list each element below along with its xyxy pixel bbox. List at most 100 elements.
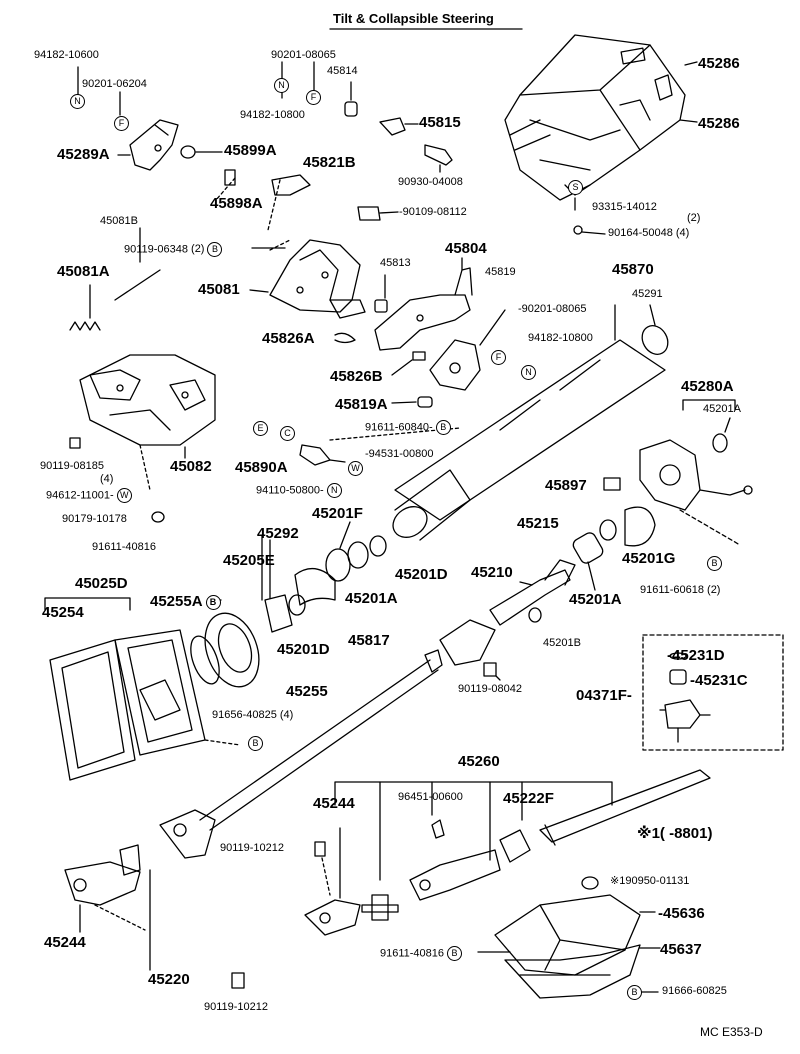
screw-90164[interactable]	[573, 225, 583, 235]
label-45814[interactable]: 45814	[327, 65, 358, 77]
bolt-45898A[interactable]	[224, 169, 236, 186]
pin-90930[interactable]	[424, 144, 453, 166]
label-90201-06204[interactable]: 90201-06204	[82, 78, 147, 90]
clip-45201B[interactable]	[528, 607, 542, 623]
label-94110-50800[interactable]: 94110-50800-N	[256, 483, 342, 498]
label-45081B[interactable]: 45081B	[100, 215, 138, 227]
gasket-45254[interactable]	[49, 639, 136, 781]
cap-45899A[interactable]	[180, 145, 196, 159]
label-91611-40816-top[interactable]: 91611-40816	[92, 541, 157, 553]
bolt-90119-08185[interactable]	[69, 437, 81, 449]
label-94531-00800[interactable]: -94531-00800	[365, 448, 434, 460]
label-45819[interactable]: 45819	[485, 266, 516, 278]
cover-plate-45025D[interactable]	[114, 629, 206, 756]
bracket-45081[interactable]	[269, 239, 366, 319]
bushing-45222F[interactable]	[499, 829, 531, 863]
seal-45291[interactable]	[637, 321, 673, 359]
label-93315-14012[interactable]: 93315-14012	[592, 201, 657, 213]
label-90201-08065-top[interactable]: 90201-08065	[271, 49, 336, 61]
label-90179-10178[interactable]: 90179-10178	[62, 513, 127, 525]
shaft-lower-45260[interactable]	[539, 769, 711, 846]
label-45210[interactable]: 45210	[471, 564, 513, 581]
label-45201G[interactable]: 45201G	[622, 550, 676, 567]
label-45286-a[interactable]: 45286	[698, 55, 740, 72]
label-45201A-right[interactable]: 45201A	[703, 403, 741, 415]
label-45826A[interactable]: 45826A	[262, 330, 315, 347]
collar-45814[interactable]	[344, 101, 358, 117]
label-45292[interactable]: 45292	[257, 525, 299, 542]
yoke-45244-mid[interactable]	[304, 899, 361, 936]
ring-45201D-upper[interactable]	[369, 535, 387, 557]
label-45201D-b[interactable]: 45201D	[277, 641, 330, 658]
bracket-45082[interactable]	[79, 354, 216, 446]
link-45821B[interactable]	[271, 174, 311, 196]
label-91666-60825[interactable]: 91666-60825	[662, 985, 727, 997]
label-45082[interactable]: 45082	[170, 458, 212, 475]
bearing-45201A-mid[interactable]	[571, 531, 605, 566]
ring-45201F[interactable]	[325, 548, 351, 582]
spider-cross[interactable]	[361, 894, 399, 921]
lower-cover-45637[interactable]	[504, 944, 641, 999]
ring-45215[interactable]	[599, 519, 617, 541]
label-04371F[interactable]: 04371F-	[576, 687, 632, 704]
label-90119-10212-mid[interactable]: 90119-10212	[220, 842, 285, 854]
label-90201-08065-mid[interactable]: -90201-08065	[518, 303, 587, 315]
label-45244-mid[interactable]: 45244	[313, 795, 355, 812]
label-45289A[interactable]: 45289A	[57, 146, 110, 163]
label-45201F[interactable]: 45201F	[312, 505, 363, 522]
bracket-45817[interactable]	[294, 568, 336, 606]
label-90119-10212-bot[interactable]: 90119-10212	[204, 1001, 269, 1013]
label-94612-11001[interactable]: 94612-11001-W	[46, 488, 132, 503]
steering-column-tube-45870[interactable]	[387, 339, 666, 544]
grease-fitting-96451[interactable]	[431, 819, 445, 839]
label-90119-08042[interactable]: 90119-08042	[458, 683, 523, 695]
rod-45081B[interactable]	[114, 269, 161, 301]
label-45817[interactable]: 45817	[348, 632, 390, 649]
cap-45231D[interactable]	[669, 652, 687, 660]
spider-45220[interactable]	[119, 844, 141, 876]
label-45899A[interactable]: 45899A	[224, 142, 277, 159]
label-45898A[interactable]: 45898A	[210, 195, 263, 212]
label-45254[interactable]: 45254	[42, 604, 84, 621]
collar-45813[interactable]	[374, 299, 388, 313]
label-45804[interactable]: 45804	[445, 240, 487, 257]
label-96451-00600[interactable]: 96451-00600	[398, 791, 463, 803]
bracket-45289A[interactable]	[129, 119, 179, 171]
label-45815[interactable]: 45815	[419, 114, 461, 131]
label-45826B[interactable]: 45826B	[330, 368, 383, 385]
label-90119-08185[interactable]: 90119-08185	[40, 460, 105, 472]
label-45231C[interactable]: -45231C	[690, 672, 748, 689]
lever-45804[interactable]	[374, 267, 473, 351]
plug-190950[interactable]	[581, 876, 599, 890]
nut-90179[interactable]	[151, 511, 165, 523]
label-45821B[interactable]: 45821B	[303, 154, 356, 171]
label-45280A[interactable]: 45280A	[681, 378, 734, 395]
label-91611-60618[interactable]: 91611-60618(2)	[640, 584, 721, 596]
bolt-90119-10212-mid[interactable]	[314, 841, 326, 857]
label-90119-06348[interactable]: 90119-06348(2)B	[124, 242, 223, 257]
label-45819A[interactable]: 45819A	[335, 396, 388, 413]
label-45890A[interactable]: 45890A	[235, 459, 288, 476]
label-45636[interactable]: -45636	[658, 905, 705, 922]
bearing-45201A-right[interactable]	[712, 433, 728, 453]
label-90164-50048[interactable]: 90164-50048(4)	[608, 227, 690, 239]
label-94182-10800-top[interactable]: 94182-10800	[240, 109, 305, 121]
yoke-lower[interactable]	[159, 809, 216, 859]
label-45260[interactable]: 45260	[458, 753, 500, 770]
label-45897[interactable]: 45897	[545, 477, 587, 494]
label-45220[interactable]: 45220	[148, 971, 190, 988]
label-45286-b[interactable]: 45286	[698, 115, 740, 132]
label-45025D[interactable]: 45025D	[75, 575, 128, 592]
spring-45081A[interactable]	[69, 321, 101, 331]
label-45205E[interactable]: 45205E	[223, 552, 275, 569]
spring-45201G[interactable]	[624, 506, 656, 547]
label-90930-04008[interactable]: 90930-04008	[398, 176, 463, 188]
screw-45897[interactable]	[603, 477, 621, 491]
label-45255[interactable]: 45255	[286, 683, 328, 700]
bolt-90119-08042[interactable]	[483, 662, 497, 677]
bolt-90119-10212-bot[interactable]	[231, 972, 245, 989]
label-45201B[interactable]: 45201B	[543, 637, 581, 649]
label-45201A-c[interactable]: 45201A	[345, 590, 398, 607]
label-45231D[interactable]: -45231D	[667, 647, 725, 664]
